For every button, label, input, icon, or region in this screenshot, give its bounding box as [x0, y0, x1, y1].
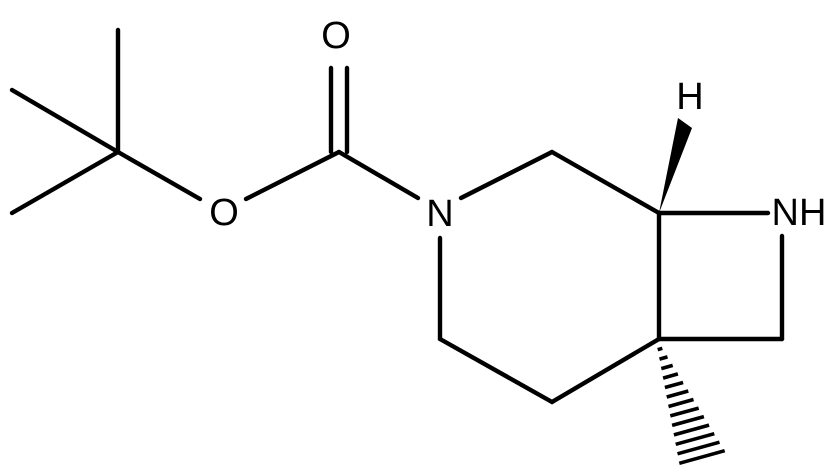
stereo-wedge-bond	[659, 118, 692, 213]
bond-ch2-lower-ch2-bottom	[437, 336, 555, 405]
azetidine-nh-label: NH	[772, 192, 827, 234]
bond-tbu-c-ester-oxygen	[115, 149, 203, 202]
stereo-hydrogen-label: H	[676, 76, 703, 118]
bond-ch2-bottom-bridgehead-methyl	[549, 336, 662, 405]
bond-ring-nitrogen-ch2-top	[458, 149, 555, 201]
bond-carbonyl-ring-nitrogen	[336, 149, 421, 201]
bond-ester-oxygen-carbonyl	[243, 149, 342, 202]
bond-tbu-c-methyl-lower-left	[9, 149, 121, 216]
atom-labels: O O N NH H	[209, 15, 826, 235]
carbonyl-oxygen-label: O	[321, 15, 351, 57]
bond-tbu-c-methyl-upper-left	[9, 87, 121, 155]
ester-oxygen-label: O	[209, 192, 239, 234]
bond-ch2-top-bridgehead-h	[549, 149, 662, 216]
bonds	[9, 27, 785, 405]
ring-nitrogen-label: N	[426, 193, 453, 235]
stereo-hashed-bond	[657, 346, 726, 466]
